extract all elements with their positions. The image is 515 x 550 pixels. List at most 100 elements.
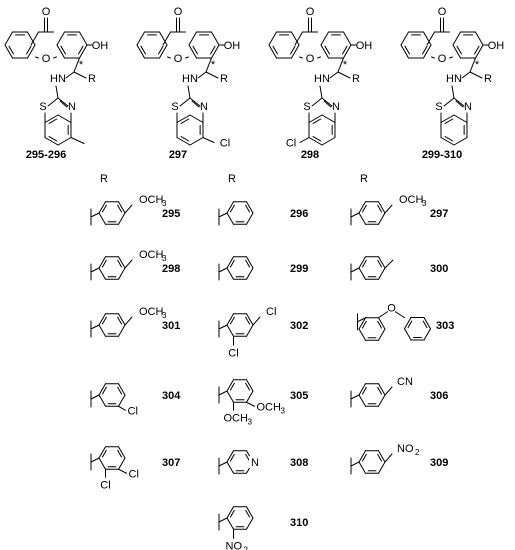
attachment-bond <box>218 390 228 396</box>
bond-line <box>358 256 366 269</box>
bond-line <box>358 267 366 280</box>
double-bond-line <box>60 45 66 55</box>
compound-label: 296 <box>290 208 308 220</box>
chlorine-label: Cl <box>128 405 138 417</box>
attachment-bond <box>218 267 228 273</box>
chlorine-label: Cl <box>100 479 110 491</box>
bond-line <box>440 114 455 123</box>
bond-line <box>378 450 386 463</box>
bond-line <box>226 517 234 530</box>
chlorine-label: Cl <box>266 306 276 318</box>
nitro-bond <box>384 453 393 463</box>
double-bond-line <box>229 382 235 391</box>
bond-line <box>185 56 189 59</box>
methoxy-label: OCH <box>399 194 424 206</box>
bond-line <box>291 44 300 59</box>
sulfur-label: S <box>171 101 178 113</box>
compound-label: 295 <box>162 208 180 220</box>
carbonyl-oxygen: O <box>42 6 51 18</box>
sulfur-label: S <box>435 101 442 113</box>
r-group-299: 299 <box>218 256 308 281</box>
subscript-label: 3 <box>162 199 167 208</box>
double-bond-line <box>245 204 251 213</box>
bond-line <box>443 97 455 107</box>
bond-line <box>317 56 321 59</box>
chloro-bond <box>299 137 310 143</box>
double-bond-line <box>290 45 296 55</box>
bond-line <box>378 328 386 341</box>
methoxy-bond <box>384 204 393 214</box>
subscript-label: 3 <box>422 199 427 208</box>
r-group-300: 300 <box>350 256 448 281</box>
bond-line <box>440 137 455 146</box>
xanthone-ring-right <box>188 31 220 59</box>
attachment-bond <box>218 461 228 467</box>
double-bond-line <box>245 382 251 391</box>
stereocenter-star: * <box>79 59 84 71</box>
double-bond-line <box>158 45 164 55</box>
attachment-bond <box>357 317 366 323</box>
bond-line <box>246 212 254 225</box>
bond-line <box>226 506 234 519</box>
compound-label: 309 <box>430 457 448 469</box>
attachment-bond <box>90 394 100 400</box>
bond-line <box>378 201 386 214</box>
nitrogen-label: N <box>68 101 76 113</box>
phenyl-ring <box>98 313 126 337</box>
bond-line <box>98 324 106 337</box>
double-bond-line <box>245 259 251 268</box>
bond-line <box>246 324 254 337</box>
double-bond-line <box>455 100 464 108</box>
attachment-bond <box>350 394 360 400</box>
nitrogen-label: N <box>332 101 340 113</box>
carbonyl-oxygen: O <box>174 6 183 18</box>
nh-bond <box>461 71 471 79</box>
bond-line <box>211 44 220 59</box>
nh-c-bond <box>187 85 191 99</box>
bond-line <box>404 328 412 341</box>
compound-label: 297 <box>430 208 448 220</box>
bond-line <box>44 114 59 123</box>
double-bond-line <box>180 136 190 142</box>
methoxy-bond <box>124 259 133 269</box>
compound-label: 298 <box>301 149 319 161</box>
bond-line <box>47 97 59 107</box>
bond-line <box>321 97 333 107</box>
bond-line <box>311 97 323 107</box>
attachment-bond <box>90 267 100 273</box>
phenyl-ring <box>226 506 254 530</box>
bond-line <box>475 31 484 46</box>
chloro-bond <box>118 405 126 411</box>
bond-line <box>98 394 106 407</box>
subscript-label: 3 <box>248 417 253 426</box>
double-bond-line <box>444 118 454 124</box>
compound-label: 295-296 <box>26 149 66 161</box>
amine-label: HN <box>446 73 462 85</box>
double-bond-line <box>245 509 251 518</box>
double-bond-line <box>377 320 383 329</box>
bond-line <box>27 31 36 46</box>
compound-label: 299-310 <box>422 149 462 161</box>
bond-line <box>404 316 412 330</box>
stereocenter-star: * <box>475 59 480 71</box>
methine-bond <box>469 57 476 73</box>
bond-line <box>431 56 435 59</box>
benzothiazole-benzene <box>308 114 336 146</box>
bond-line <box>53 56 57 59</box>
double-bond-line <box>422 45 428 55</box>
phenyl-ring <box>98 383 126 407</box>
phenyl-ring <box>226 313 254 337</box>
pyranone-ring <box>162 31 189 59</box>
double-bond-line <box>180 118 190 124</box>
bond-line <box>308 137 323 146</box>
chloro-bond <box>202 137 215 143</box>
bond-line <box>246 201 254 214</box>
bond-line <box>4 44 13 59</box>
methoxy-bond <box>124 316 133 326</box>
bond-line <box>226 256 234 269</box>
pyranone-ring <box>426 31 453 59</box>
